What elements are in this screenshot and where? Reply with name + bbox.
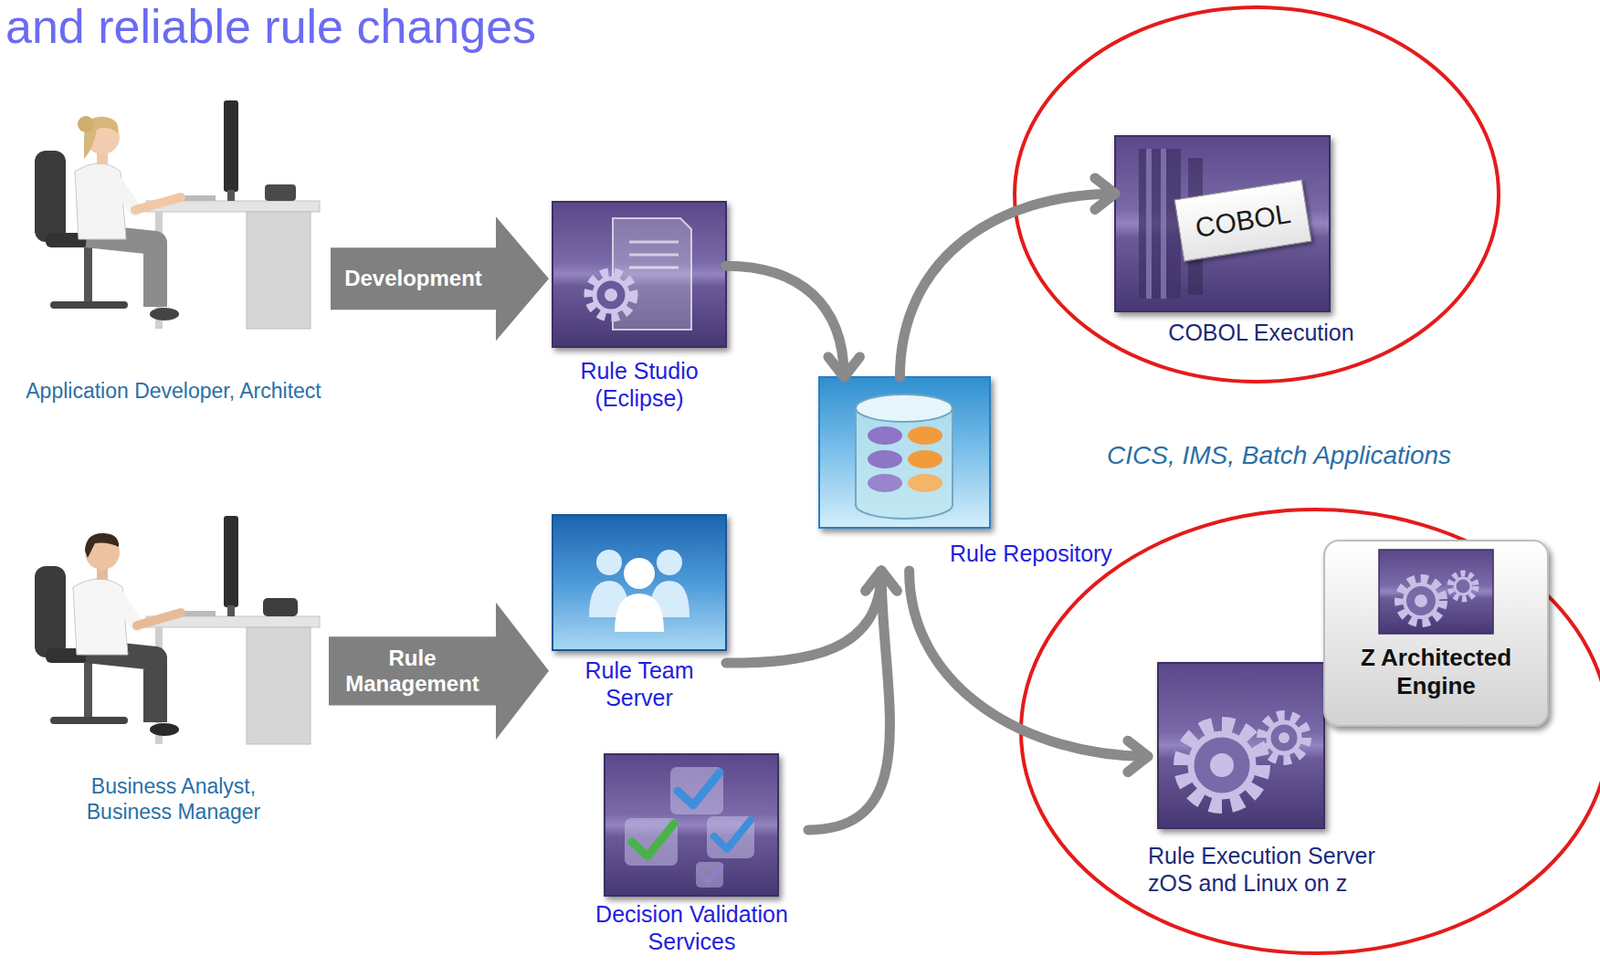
arrow-head xyxy=(1127,740,1148,772)
role-caption: Application Developer, Architect xyxy=(18,378,329,405)
rule-studio-icon xyxy=(552,201,727,348)
tool-node: Rule Studio (Eclipse) xyxy=(552,201,727,416)
diagram-title: and reliable rule changes xyxy=(5,0,537,55)
tool-caption: Decision Validation Services xyxy=(579,900,804,956)
block-arrow xyxy=(328,602,549,740)
tool-node: Rule Team Server xyxy=(552,515,727,716)
repository-node: Rule Repository xyxy=(819,377,1130,571)
engine-caption: Z Architected Engine xyxy=(1333,643,1539,701)
flow-connector xyxy=(726,570,882,664)
connector xyxy=(330,216,549,341)
analyst-figure xyxy=(34,515,320,745)
repository-caption: Rule Repository xyxy=(949,539,1128,568)
connector xyxy=(909,570,1148,773)
arrow-head xyxy=(828,357,860,378)
tool-caption: Rule Studio (Eclipse) xyxy=(561,357,717,412)
developer-figure xyxy=(34,100,320,329)
arrow-head xyxy=(1094,178,1116,210)
tool-node: Decision Validation Services xyxy=(575,754,809,959)
block-arrow xyxy=(330,216,549,341)
flow-label: Development xyxy=(335,265,492,292)
connector xyxy=(328,602,549,740)
validation-icon xyxy=(604,754,779,896)
role-caption: Business Analyst, Business Manager xyxy=(63,774,284,825)
execution-server-icon xyxy=(1157,663,1325,829)
flow-connector xyxy=(909,570,1148,757)
flow-label: Rule Management xyxy=(333,645,492,696)
engine-node: Z Architected Engine xyxy=(1324,540,1548,727)
runtime-node: Rule Execution Server zOS and Linux on z… xyxy=(1147,540,1550,901)
person-node: Business Analyst, Business Manager xyxy=(18,473,329,829)
connector xyxy=(899,178,1116,378)
cobol-icon xyxy=(1115,136,1330,312)
arrow-head xyxy=(865,570,897,591)
team-server-icon xyxy=(552,515,727,651)
runtime-caption: COBOL Execution xyxy=(1115,318,1408,347)
connector xyxy=(808,570,897,831)
connector xyxy=(726,570,897,664)
engine-box xyxy=(1324,540,1548,727)
runtime-caption: Rule Execution Server zOS and Linux on z xyxy=(1147,842,1422,897)
person-node: Application Developer, Architect xyxy=(18,50,331,409)
tool-caption: Rule Team Server xyxy=(570,656,708,712)
flow-connector xyxy=(808,570,890,831)
connector xyxy=(726,265,860,378)
runtime-node: COBOL COBOL Execution xyxy=(1115,136,1410,350)
note-label: CICS, IMS, Batch Applications xyxy=(1106,440,1452,472)
repository-icon xyxy=(819,377,990,528)
flow-connector xyxy=(899,193,1116,378)
cobol-card: COBOL xyxy=(1173,178,1312,262)
highlight-ellipse xyxy=(1021,509,1600,954)
